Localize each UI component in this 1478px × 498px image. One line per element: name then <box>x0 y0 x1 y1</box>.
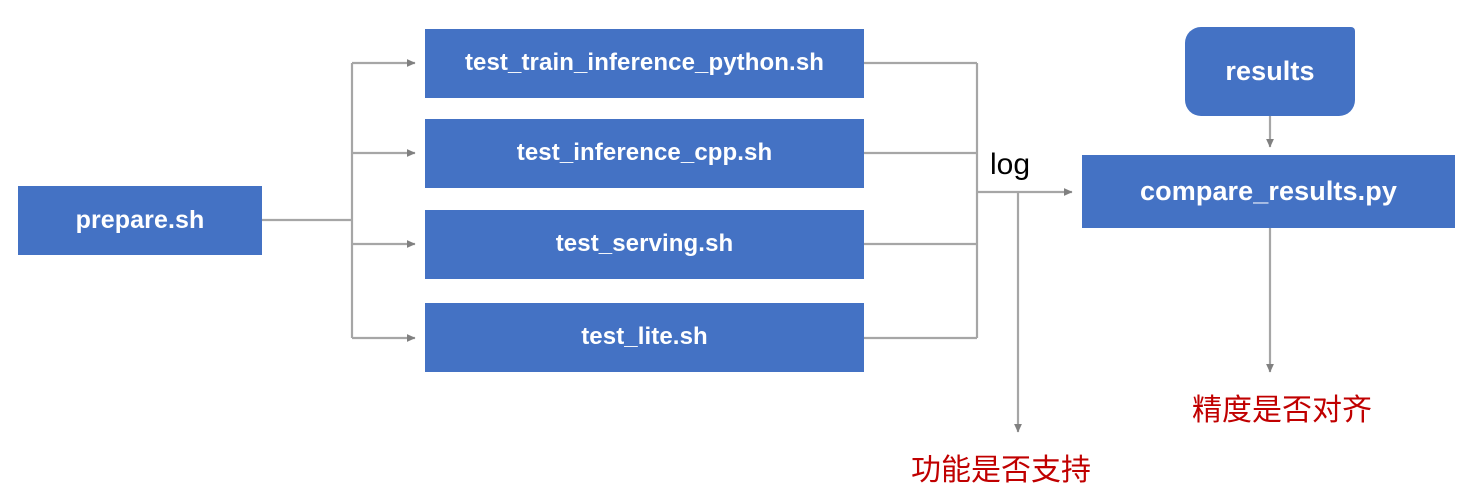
node-test-train-inference-python-sh[interactable]: test_train_inference_python.sh <box>425 29 864 98</box>
node-compare-results-py-label: compare_results.py <box>1140 175 1397 206</box>
node-prepare-sh-label: prepare.sh <box>75 205 205 234</box>
node-test-serving-sh[interactable]: test_serving.sh <box>425 210 864 279</box>
node-test-serving-sh-label: test_serving.sh <box>555 230 734 258</box>
node-test-lite-sh-label: test_lite.sh <box>581 323 708 351</box>
node-test-inference-cpp-sh[interactable]: test_inference_cpp.sh <box>425 119 864 188</box>
node-compare-results-py[interactable]: compare_results.py <box>1082 155 1455 228</box>
node-test-train-inference-python-sh-label: test_train_inference_python.sh <box>464 49 825 77</box>
note-precision-aligned: 精度是否对齐 <box>1192 394 1372 427</box>
edge-label-log: log <box>990 148 1031 181</box>
node-test-lite-sh[interactable]: test_lite.sh <box>425 303 864 372</box>
node-prepare-sh[interactable]: prepare.sh <box>18 186 262 255</box>
note-function-supported: 功能是否支持 <box>911 454 1091 487</box>
node-results-label: results <box>1225 55 1315 86</box>
node-results[interactable]: results <box>1185 27 1355 116</box>
node-test-inference-cpp-sh-label: test_inference_cpp.sh <box>516 139 773 167</box>
